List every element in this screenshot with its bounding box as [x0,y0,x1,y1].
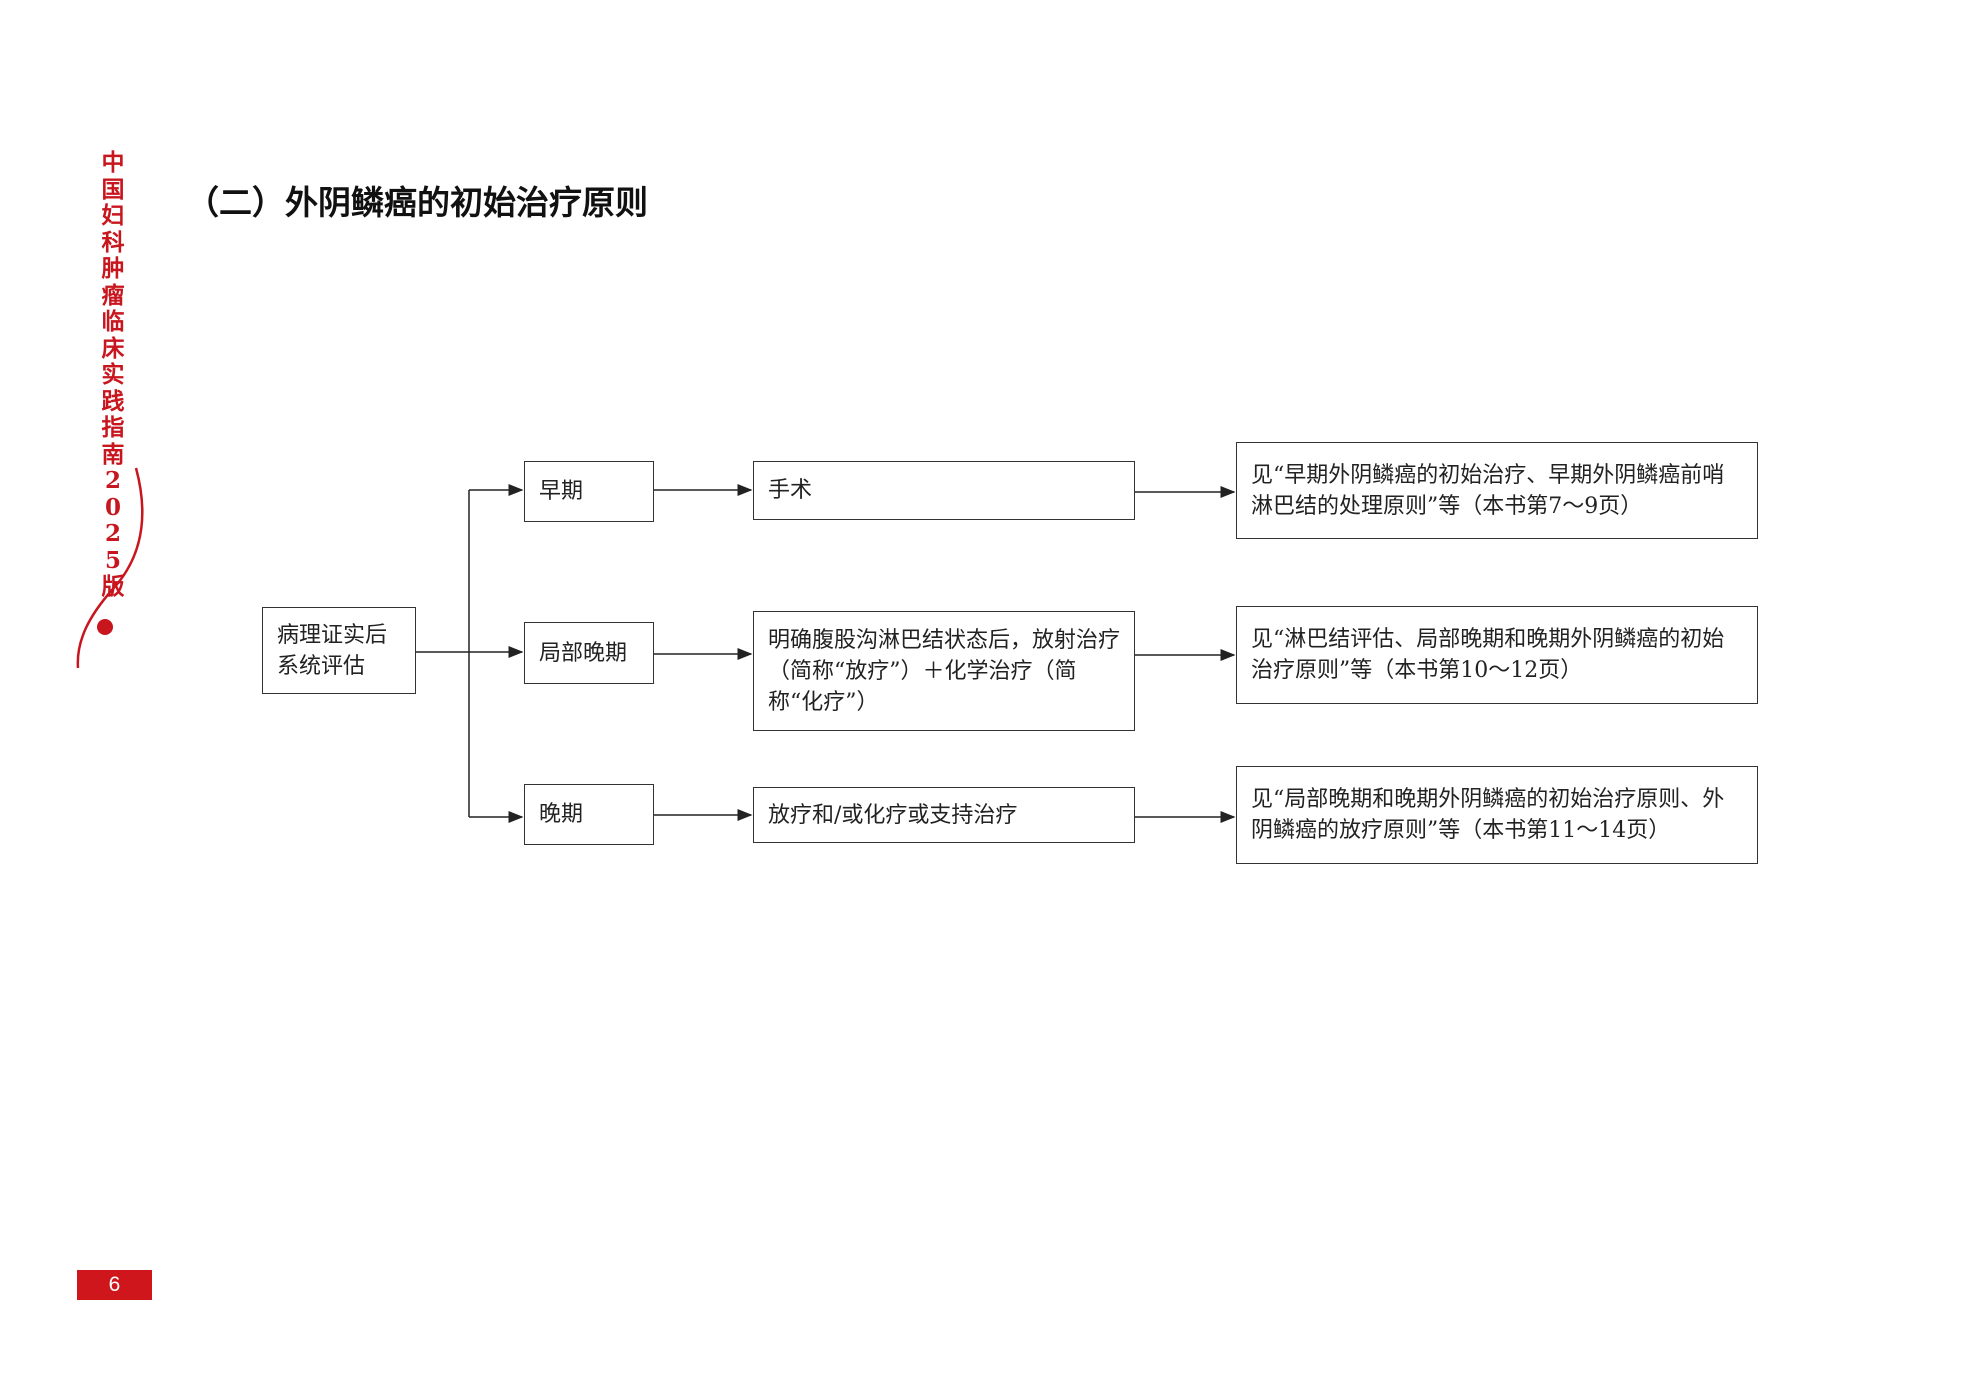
reference-advanced-box: 见“局部晚期和晚期外阴鳞癌的初始治疗原则、外阴鳞癌的放疗原则”等（本书第11～1… [1236,766,1758,864]
stage-early-box: 早期 [524,461,654,522]
reference-locally-advanced-box: 见“淋巴结评估、局部晚期和晚期外阴鳞癌的初始治疗原则”等（本书第10～12页） [1236,606,1758,704]
treatment-early-box: 手术 [753,461,1135,520]
root-box: 病理证实后系统评估 [262,607,416,694]
treatment-advanced-box: 放疗和/或化疗或支持治疗 [753,787,1135,843]
book-title-vertical: 中国妇科肿瘤临床实践指南2025版 [101,149,125,600]
page-title: （二）外阴鳞癌的初始治疗原则 [186,183,648,222]
stage-advanced-box: 晚期 [524,784,654,845]
stage-locally-advanced-box: 局部晚期 [524,622,654,684]
reference-early-box: 见“早期外阴鳞癌的初始治疗、早期外阴鳞癌前哨淋巴结的处理原则”等（本书第7～9页… [1236,442,1758,539]
treatment-locally-advanced-box: 明确腹股沟淋巴结状态后，放射治疗（简称“放疗”）＋化学治疗（简称“化疗”） [753,611,1135,731]
page-number: 6 [77,1270,152,1300]
